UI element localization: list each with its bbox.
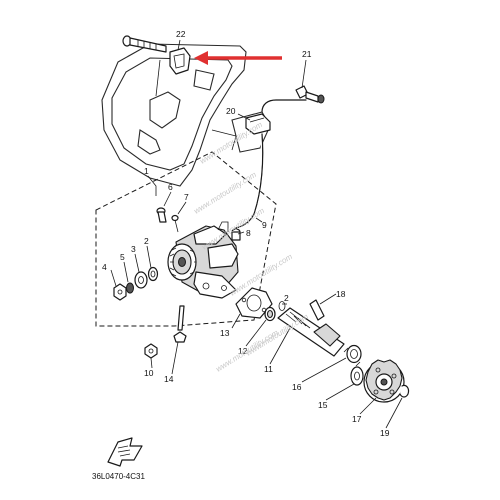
document-code: 36L0470-4C31	[92, 472, 145, 481]
circlip-19	[399, 384, 410, 398]
callout-18: 18	[336, 289, 346, 299]
bolt-22	[122, 35, 167, 53]
callout-labels: 22 21 20 1 6 7 8 9 2 3 5 4 2 18 13 12 11…	[102, 29, 390, 438]
fitting-21	[295, 85, 325, 104]
callout-16: 16	[292, 382, 302, 392]
callout-6: 6	[168, 182, 173, 192]
banjo-8	[231, 228, 241, 241]
watermarks: www.motoutility.com www.motoutility.com …	[192, 120, 310, 374]
washer-15	[350, 366, 364, 386]
callout-13: 13	[220, 328, 230, 338]
nut-4	[113, 283, 127, 301]
oil-delivery-pipe-20	[245, 99, 307, 215]
nut-10	[144, 343, 158, 359]
callout-10: 10	[144, 368, 154, 378]
washer-3	[134, 271, 148, 289]
callout-21: 21	[302, 49, 312, 59]
drive-shaft-11	[277, 307, 345, 357]
callout-4: 4	[102, 262, 107, 272]
watermark-2: www.motoutility.com	[192, 170, 258, 216]
callout-1: 1	[144, 166, 149, 176]
callout-3: 3	[131, 244, 136, 254]
oil-seal-12	[264, 306, 276, 322]
callout-2-pump: 2	[144, 236, 149, 246]
callout-19: 19	[380, 428, 390, 438]
callout-7: 7	[184, 192, 189, 202]
bolt-14	[173, 305, 187, 343]
pipe-9	[235, 213, 255, 229]
callout-12: 12	[238, 346, 248, 356]
callout-15: 15	[318, 400, 328, 410]
screw-7	[171, 214, 179, 233]
callout-11: 11	[264, 364, 273, 374]
gear-17	[363, 359, 405, 403]
pump-assembly-box-1	[95, 151, 277, 327]
callout-22: 22	[176, 29, 186, 39]
circlip-2-shaft	[278, 301, 286, 311]
callout-20: 20	[226, 106, 236, 116]
callout-8: 8	[246, 228, 251, 238]
fwd-arrow-icon	[107, 437, 143, 467]
callout-17: 17	[352, 414, 362, 424]
pin-18	[309, 299, 325, 321]
gasket-13	[235, 287, 273, 319]
screw-6	[156, 207, 167, 223]
washer-5	[126, 282, 134, 294]
engine-frame-outline	[101, 43, 271, 187]
bushing-16	[343, 344, 362, 367]
callout-5: 5	[120, 252, 125, 262]
clamp-22	[169, 47, 191, 75]
red-pointer-arrow	[194, 51, 282, 65]
callout-2-shaft: 2	[284, 293, 289, 303]
leader-lines	[110, 39, 403, 429]
oil-pump-body	[167, 221, 239, 299]
callout-9: 9	[262, 220, 267, 230]
callout-14: 14	[164, 374, 174, 384]
circlip-2-pump	[147, 266, 159, 282]
